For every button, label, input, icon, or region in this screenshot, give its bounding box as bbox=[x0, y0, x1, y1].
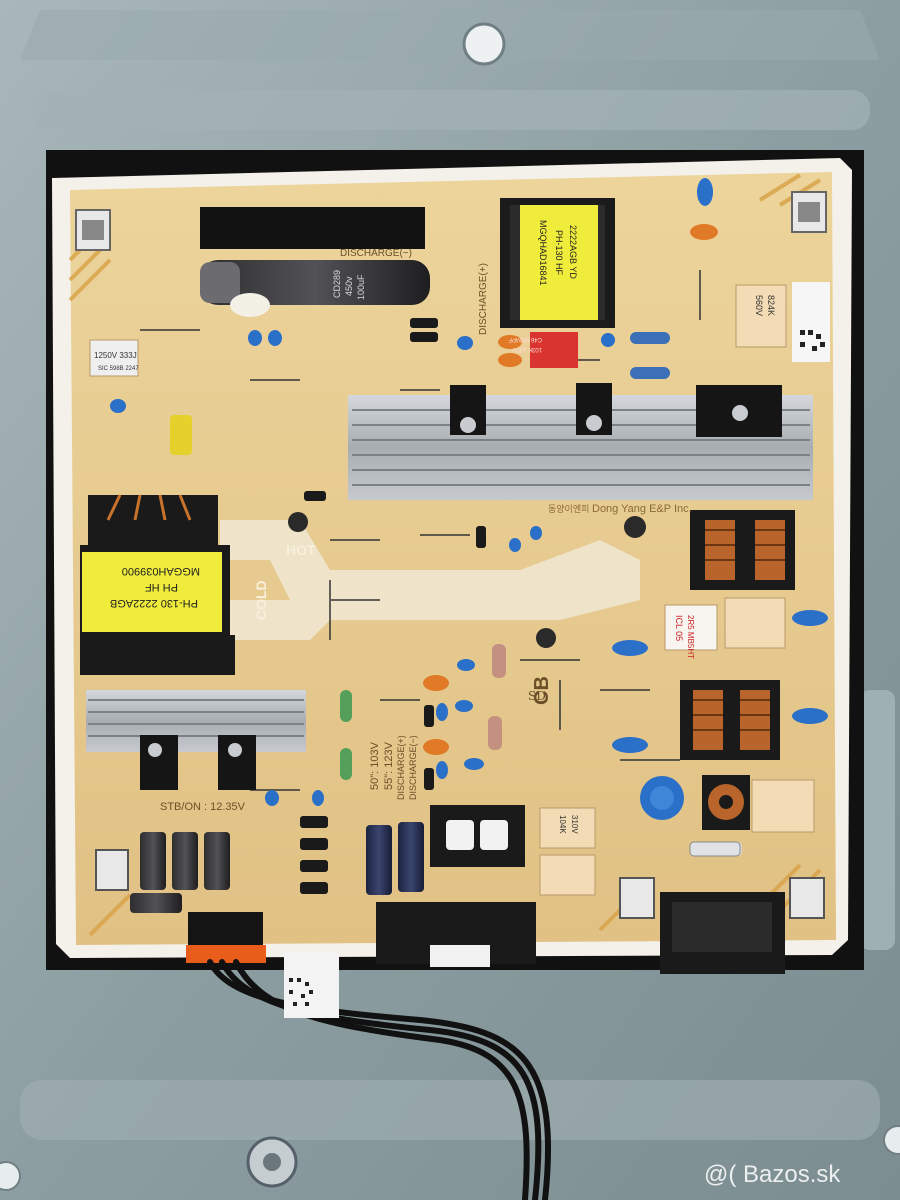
chassis-hole-top bbox=[462, 22, 506, 66]
sd-symbol: SD bbox=[528, 689, 546, 703]
glass-fuse bbox=[689, 841, 741, 857]
top-insulator-strip bbox=[200, 207, 425, 249]
chassis-rail-top bbox=[30, 90, 870, 130]
cap-main-line3: 100uF bbox=[356, 274, 366, 300]
discharge-pos-top: DISCHARGE(+) bbox=[478, 263, 489, 335]
connectors bbox=[186, 892, 785, 974]
stb-label: STB/ON : 12.35V bbox=[160, 801, 246, 813]
cap-main-line2: 450v bbox=[344, 276, 354, 296]
wire-harness bbox=[207, 959, 551, 1200]
discharge-neg-top: DISCHARGE(−) bbox=[340, 248, 412, 259]
toroid-inductor bbox=[702, 775, 750, 830]
serial-sticker bbox=[284, 952, 339, 1018]
chassis-rail-right bbox=[860, 690, 895, 950]
discharge-neg-lower: DISCHARGE(−) bbox=[408, 735, 418, 800]
volt-55-label: 55": 123V bbox=[383, 741, 395, 790]
xcap-top-right-line1: 560V bbox=[754, 295, 764, 316]
chassis-screw-bottom-core bbox=[263, 1153, 281, 1171]
ceramic-capacitors bbox=[110, 178, 828, 820]
standby-transformer bbox=[430, 805, 525, 867]
icl-line1: ICL 05 bbox=[674, 615, 684, 641]
left-transformer-line1: PH-130 2222AGB bbox=[110, 597, 198, 609]
bulk-capacitor bbox=[200, 260, 430, 317]
left-transformer-line2: PH HF bbox=[145, 581, 178, 593]
qr-code-bottom bbox=[289, 978, 313, 1006]
red-cap-line2: C46 8MMPF bbox=[508, 336, 542, 342]
left-transformer bbox=[80, 494, 235, 675]
watermark: @( Bazos.sk bbox=[704, 1161, 841, 1188]
volt-50-label: 50": 103V bbox=[369, 741, 381, 790]
small-electrolytics bbox=[130, 415, 646, 913]
yellow-cap-lower-line2: 310V bbox=[570, 815, 579, 834]
choke-lower bbox=[680, 680, 780, 760]
red-film-capacitor bbox=[530, 332, 578, 368]
top-transformer-line3: 2222AGB YD bbox=[568, 225, 578, 279]
left-transformer-line3: MGGAH039900 bbox=[122, 565, 200, 577]
diodes bbox=[300, 318, 486, 894]
center-heatsink bbox=[348, 383, 813, 500]
maker-korean-label: 동양이엔피 bbox=[548, 504, 589, 515]
film-cap-left-line2: SIC 598B 2247 bbox=[98, 366, 139, 372]
chassis-rail-bottom bbox=[20, 1080, 880, 1140]
red-cap-line1: 103K 630V bbox=[512, 346, 542, 352]
cap-main-line1: CD289 bbox=[332, 270, 342, 298]
model-sticker bbox=[792, 282, 830, 362]
xcap-top-right-line2: 824K bbox=[766, 295, 776, 316]
choke-upper bbox=[690, 510, 795, 590]
discharge-pos-lower: DISCHARGE(+) bbox=[396, 735, 406, 800]
chassis-hole-right bbox=[883, 1125, 900, 1155]
qr-code-right bbox=[800, 330, 825, 351]
chassis-emboss-top bbox=[20, 10, 880, 60]
top-transformer bbox=[500, 198, 615, 328]
left-heatsink bbox=[86, 690, 306, 790]
hot-label: HOT bbox=[286, 542, 316, 558]
top-transformer-line1: MGQHAD16841 bbox=[538, 220, 548, 286]
icl-line2: 2R5 MB5HT bbox=[686, 615, 695, 659]
yellow-cap-lower-line1: 104K bbox=[558, 815, 567, 834]
chassis-hole-left bbox=[0, 1161, 21, 1191]
cold-label: COLD bbox=[253, 580, 269, 620]
top-transformer-line2: PH-130 HF bbox=[554, 230, 564, 276]
isolation-band bbox=[220, 520, 640, 640]
cb-label: CB bbox=[531, 676, 553, 705]
film-cap-left-line1: 1250V 333J bbox=[94, 351, 137, 360]
maker-label: Dong Yang E&P Inc. bbox=[592, 503, 692, 515]
film-capacitors bbox=[89, 284, 815, 896]
corner-clips bbox=[75, 191, 827, 919]
silkscreen-lines bbox=[140, 250, 701, 791]
